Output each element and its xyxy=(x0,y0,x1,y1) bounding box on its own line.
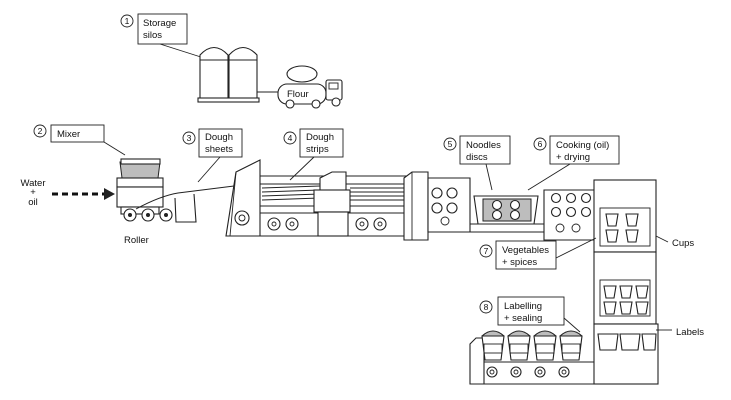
sealed-cup-icon xyxy=(533,330,557,361)
stage-2-label: Mixer xyxy=(57,129,80,140)
input-plus-label: + xyxy=(30,187,36,198)
disc-conveyor xyxy=(427,177,544,233)
stage-2-callout: 2 Mixer xyxy=(33,124,126,156)
stage-6-callout: 6 Cooking (oil) + drying xyxy=(527,135,620,191)
stage-3-label-line2: sheets xyxy=(205,144,233,155)
stage-4-label-line2: strips xyxy=(306,144,329,155)
cutter-block xyxy=(313,171,351,237)
stage-5-callout: 5 Noodles discs xyxy=(443,135,511,191)
stage-4-number: 4 xyxy=(288,133,293,143)
storage-silos-icon xyxy=(197,46,282,103)
labels-label: Labels xyxy=(676,327,704,338)
cooking-conveyor xyxy=(543,189,599,241)
sealed-cup-icon xyxy=(507,330,531,361)
stage-3-number: 3 xyxy=(187,133,192,143)
stage-7-callout: 7 Vegetables + spices xyxy=(479,237,597,270)
cups-machine: Cups xyxy=(593,179,694,253)
cups-label: Cups xyxy=(672,238,694,249)
input-oil-label: oil xyxy=(28,197,38,208)
stage-7-number: 7 xyxy=(484,246,489,256)
filling-machine xyxy=(593,251,657,325)
input-arrow: Water + oil xyxy=(21,178,115,208)
stage-1-callout: 1 Storage silos xyxy=(120,13,205,59)
stage-8-label-line1: Labelling xyxy=(504,301,542,312)
sealed-cups xyxy=(481,330,583,361)
packing-conveyor xyxy=(469,337,594,385)
stage-5-label-line2: discs xyxy=(466,152,488,163)
stage-1-label-line2: silos xyxy=(143,30,162,41)
stage-3-callout: 3 Dough sheets xyxy=(182,128,243,183)
stage-6-number: 6 xyxy=(538,139,543,149)
stage-6-label-line2: + drying xyxy=(556,152,590,163)
roller-label: Roller xyxy=(124,235,149,246)
stage-1-number: 1 xyxy=(125,16,130,26)
flour-truck-icon: Flour xyxy=(277,65,343,109)
sealed-cup-icon xyxy=(481,330,505,361)
stage-6-label-line1: Cooking (oil) xyxy=(556,140,609,151)
flour-label: Flour xyxy=(287,89,309,100)
stage-8-number: 8 xyxy=(484,302,489,312)
stage-5-label-line1: Noodles xyxy=(466,140,501,151)
stage-7-label-line2: + spices xyxy=(502,257,537,268)
disc-tray xyxy=(473,195,539,225)
stage-7-label-line1: Vegetables xyxy=(502,245,549,256)
stage-5-number: 5 xyxy=(448,139,453,149)
stage-8-callout: 8 Labelling + sealing xyxy=(479,296,581,333)
sealed-cup-icon xyxy=(559,330,583,361)
stage-4-label-line1: Dough xyxy=(306,132,334,143)
arrow-head-icon xyxy=(104,188,115,200)
stage-8-label-line2: + sealing xyxy=(504,313,542,324)
stage-1-label-line1: Storage xyxy=(143,18,176,29)
roller-icon: Roller xyxy=(123,185,235,246)
mixer-machine-icon xyxy=(116,158,164,215)
input-water-label: Water xyxy=(21,178,46,189)
labelling-machine: Labels xyxy=(593,323,704,385)
stage-2-number: 2 xyxy=(38,126,43,136)
press-block xyxy=(403,171,429,241)
stage-3-label-line1: Dough xyxy=(205,132,233,143)
